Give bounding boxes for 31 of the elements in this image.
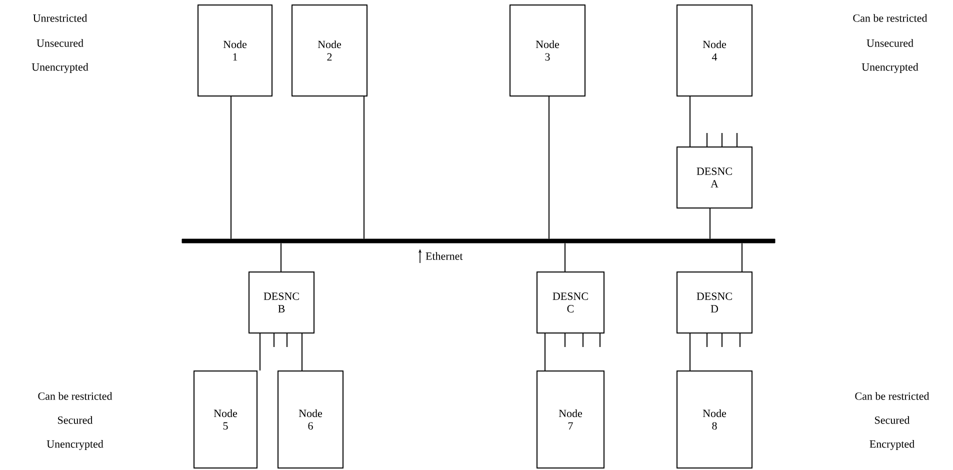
connector-line <box>548 96 550 240</box>
side-note: Unsecured <box>36 39 84 47</box>
connector-line <box>280 242 282 272</box>
side-note: Encrypted <box>870 440 914 450</box>
side-note: Unencrypted <box>46 440 104 450</box>
side-note: Unencrypted <box>32 63 88 73</box>
side-note: Can be restricted <box>853 14 928 22</box>
connector-line <box>230 96 232 240</box>
device-box: DESNC C <box>536 272 604 348</box>
device-box: DESNC A <box>676 132 752 208</box>
side-note: Secured <box>875 416 910 424</box>
device-box: DESNC D <box>676 272 752 348</box>
side-note: Secured <box>58 416 93 424</box>
node-box: Node 8 <box>676 370 752 468</box>
side-note: Unrestricted <box>33 14 88 22</box>
node-box: Node 3 <box>510 4 586 96</box>
device-box: DESNC B <box>248 272 314 348</box>
node-box: Node 5 <box>194 370 258 468</box>
connector-line <box>544 333 546 371</box>
node-box: Node 2 <box>292 4 368 96</box>
node-box: Node 6 <box>278 370 344 468</box>
node-box: Node 4 <box>676 4 752 96</box>
node-box: Node 1 <box>198 4 272 96</box>
node-box: Node 7 <box>536 370 604 468</box>
side-note: Can be restricted <box>855 392 930 400</box>
side-note: Can be restricted <box>38 392 112 400</box>
network-bus <box>182 238 776 244</box>
side-note: Unsecured <box>866 39 914 47</box>
bus-label: Ethernet <box>426 252 463 260</box>
connector-line <box>564 242 566 272</box>
side-note: Unencrypted <box>862 63 918 73</box>
